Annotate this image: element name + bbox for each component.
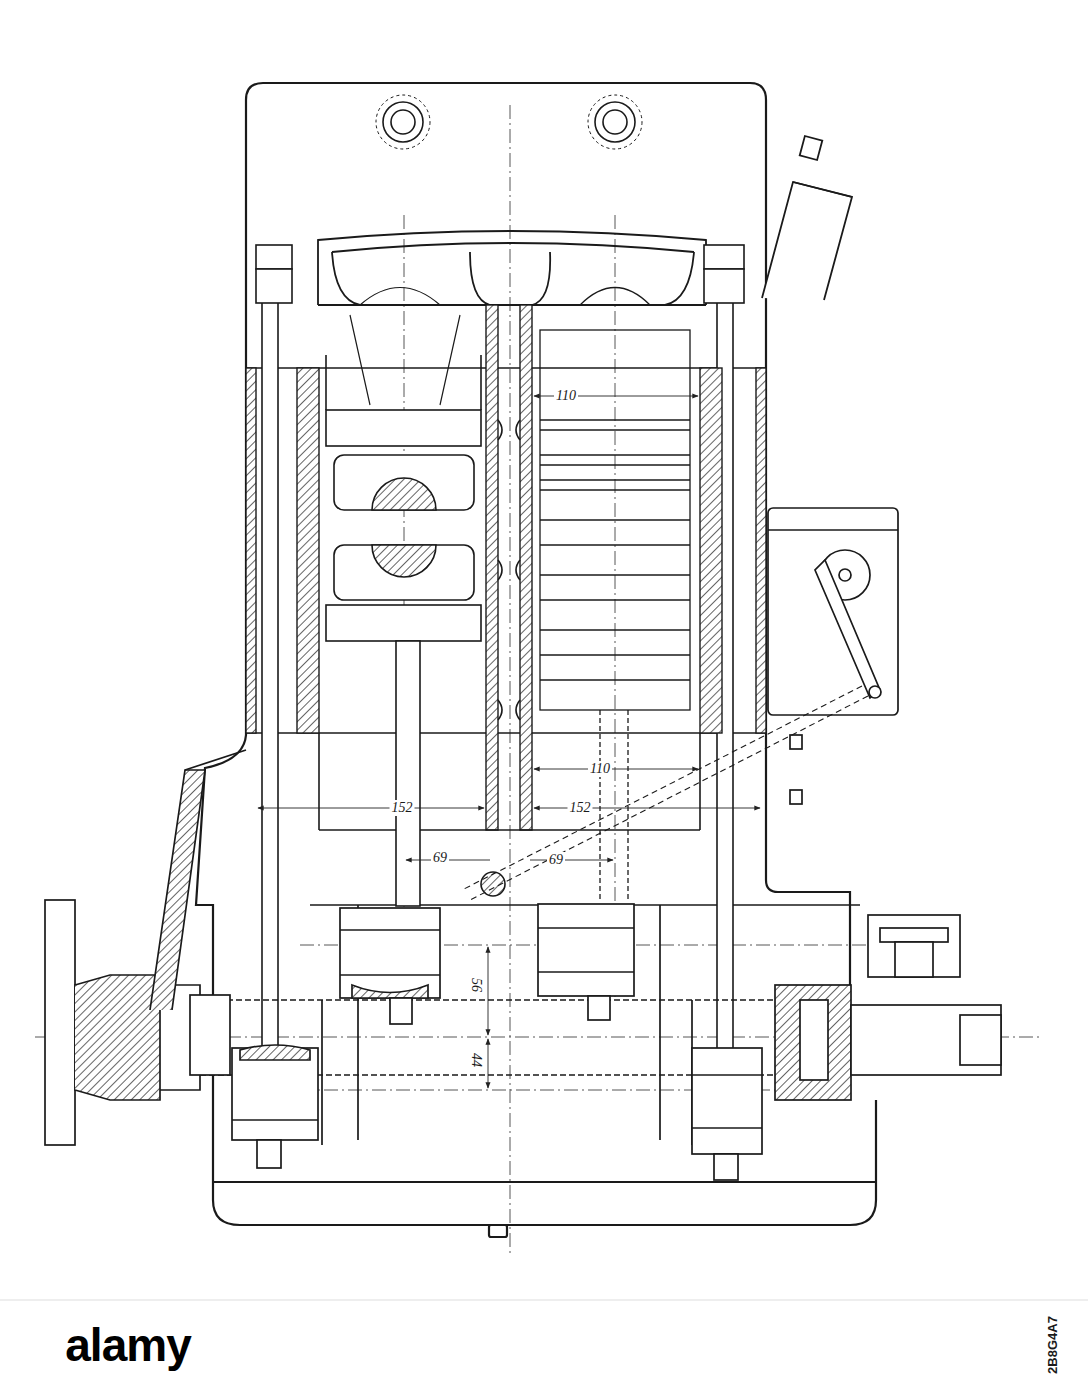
dimension-label: 152 xyxy=(390,800,415,816)
dimension-label: 69 xyxy=(547,852,565,868)
water-connections xyxy=(376,95,642,149)
centre-lines xyxy=(35,105,1040,1255)
right-piston xyxy=(540,330,690,900)
crankshaft xyxy=(200,904,850,1180)
watermark: alamy xyxy=(65,1322,190,1368)
left-piston xyxy=(326,315,481,906)
shaft-end xyxy=(775,915,1001,1100)
filler-pipe xyxy=(762,136,852,300)
dimension-label: 110 xyxy=(588,761,612,777)
dimension-lines xyxy=(258,396,760,1088)
dimension-label: 152 xyxy=(568,800,593,816)
image-id: 2B8G4A7 xyxy=(1046,1316,1059,1374)
dimension-label: 110 xyxy=(554,388,578,404)
lubricator xyxy=(462,508,898,900)
tie-rods xyxy=(256,245,744,1100)
dimension-label: 44 xyxy=(468,1051,484,1069)
dimension-label: 56 xyxy=(468,976,484,994)
dimension-label: 69 xyxy=(431,850,449,866)
cylinder-walls xyxy=(246,305,766,830)
cylinder-head xyxy=(318,231,706,305)
cylinder-bores xyxy=(319,420,700,830)
watermark-rule xyxy=(0,1300,1088,1301)
flywheel-flange xyxy=(45,750,246,1145)
